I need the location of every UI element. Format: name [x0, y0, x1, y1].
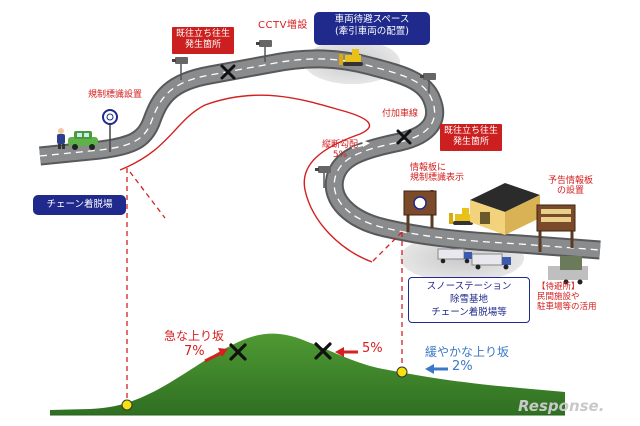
- snow-station-box: スノーステーション 除雪基地 チェーン着脱場等: [408, 277, 530, 324]
- snow-station-line1: スノーステーション: [426, 281, 512, 292]
- steep-pct-label: 7%: [184, 344, 205, 359]
- gradient-label: 縦断勾配 5%: [322, 140, 358, 161]
- red-guide-line: [119, 94, 373, 263]
- info-board-line1: 情報板に: [410, 163, 447, 173]
- standby-line2: 民間施設や: [537, 291, 580, 302]
- waiting-space-box: 車両待避スペース (牽引車両の配置): [314, 12, 430, 45]
- info-board-line2: 規制標識表示: [410, 173, 465, 184]
- stuck-right-box: 既往立ち往生 発生箇所: [440, 124, 503, 151]
- stuck-point-x-icon: [396, 129, 412, 145]
- snow-station-line2: 除雪基地: [449, 293, 488, 305]
- stuck-point-x-icon: [229, 343, 247, 361]
- steep-slope-label: 急な上り坂: [164, 329, 225, 343]
- waiting-space-line2: (牽引車両の配置): [335, 26, 409, 38]
- gentle-slope-label: 緩やかな上り坂: [425, 345, 510, 359]
- truck-icon: [437, 248, 472, 264]
- info-board-gantry-icon: [403, 190, 437, 232]
- advance-board-line2: の設置: [557, 186, 585, 197]
- truck-icon: [471, 253, 511, 270]
- mid-pct-label: 5%: [362, 341, 383, 356]
- stuck-point-x-icon: [314, 342, 332, 360]
- advance-info-board-icon: [536, 204, 576, 252]
- snow-station-building-icon: [470, 183, 540, 235]
- extra-lane-label: 付加車線: [382, 109, 419, 119]
- gradient-line2: 5%: [332, 150, 348, 161]
- advance-board-label: 予告情報板 の設置: [548, 176, 593, 197]
- standby-truck-icon: [548, 256, 588, 285]
- stuck-point-x-icon: [220, 64, 236, 80]
- regulation-sign-icon: [102, 109, 118, 152]
- stuck-top-box: 既往立ち往生 発生箇所: [172, 27, 235, 54]
- gradient-line1: 縦断勾配: [322, 140, 359, 150]
- waiting-space-line1: 車両待避スペース: [334, 14, 410, 25]
- regulation-sign-label: 規制標識設置: [88, 90, 143, 100]
- snowplow-icon: [339, 49, 363, 66]
- car-icon: [68, 131, 98, 150]
- cctv-camera-icon: [256, 40, 272, 62]
- gentle-pct-label: 2%: [452, 359, 473, 374]
- cctv-camera-icon: [420, 73, 436, 93]
- watermark-logo: Response.: [518, 397, 605, 415]
- stuck-right-line1: 既往立ち往生: [444, 126, 499, 136]
- standby-line3: 駐車場等の活用: [537, 301, 597, 312]
- person-icon: [57, 128, 65, 149]
- hill-profile: [50, 333, 565, 415]
- standby-label: 【待避所】 民間施設や 駐車場等の活用: [537, 282, 597, 312]
- gentle-arrow-icon: [425, 364, 448, 374]
- mid-arrow-icon: [335, 347, 358, 357]
- stuck-top-line2: 発生箇所: [185, 40, 222, 51]
- chain-area-marker: [121, 399, 133, 411]
- dashed-station-diag: [371, 231, 403, 263]
- cctv-camera-icon: [315, 166, 331, 188]
- stuck-top-line1: 既往立ち往生: [176, 29, 231, 39]
- steep-arrow-icon: [204, 348, 228, 363]
- advance-board-line1: 予告情報板: [548, 176, 594, 186]
- snowplow-icon: [449, 208, 473, 225]
- cctv-camera-icon: [172, 57, 188, 80]
- info-board-label: 情報板に 規制標識表示: [410, 163, 464, 184]
- stuck-right-line2: 発生箇所: [453, 137, 490, 148]
- snow-station-line3: チェーン着脱場等: [431, 306, 507, 318]
- standby-line1: 【待避所】: [537, 282, 580, 292]
- snow-station-marker: [396, 366, 408, 378]
- cctv-label: CCTV増設: [258, 20, 308, 31]
- dashed-chain-diag: [129, 171, 166, 219]
- chain-area-box: チェーン着脱場: [33, 195, 126, 215]
